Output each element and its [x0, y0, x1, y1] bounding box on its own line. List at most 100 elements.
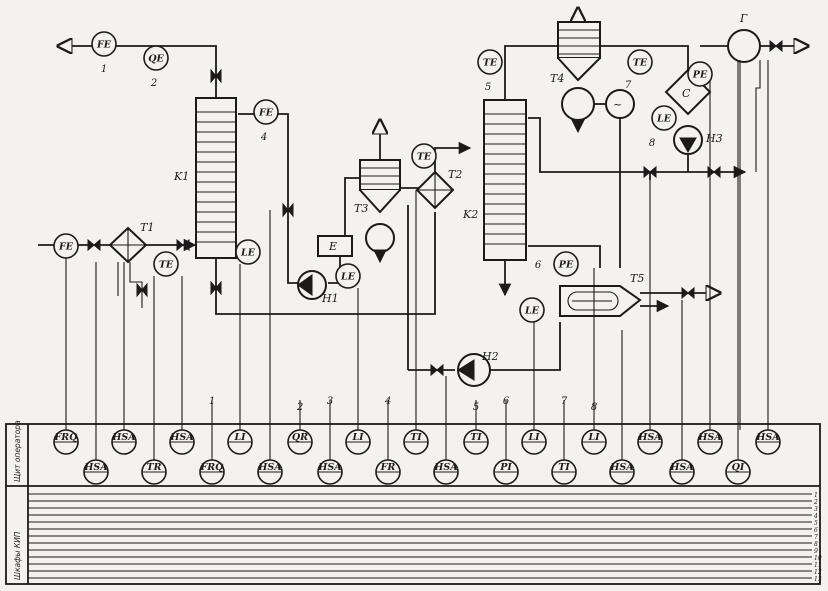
panel-row-number: 1 [814, 492, 818, 499]
panel-instrument-upper: QR2 [287, 402, 313, 455]
svg-text:Г: Г [739, 12, 748, 25]
signal-lines [65, 60, 769, 460]
panel-instrument-lower: TR [141, 459, 167, 485]
field-instrument-pe6: PE6 [535, 251, 579, 277]
field-instrument-text: PE [692, 70, 708, 81]
panel-instrument-text: FRQ [54, 432, 79, 443]
panel-instrument-text: TR [147, 462, 162, 473]
field-instrument-tag: 7 [625, 80, 632, 91]
panel-instrument-text: LI [587, 432, 600, 443]
panel-instrument-upper: HSA [637, 429, 663, 455]
panel-instrument-lower: HSA [83, 459, 109, 485]
panel-instrument-num: 3 [327, 396, 333, 407]
panel-instrument-text: HSA [111, 432, 135, 443]
field-instrument-qe2: QE 2 [143, 45, 169, 89]
panel-instrument-lower: PI6 [493, 396, 519, 485]
panel-instrument-text: TI [470, 432, 482, 443]
panel-instrument-num: 2 [296, 402, 303, 413]
panel-instrument-lower: HSA [669, 459, 695, 485]
panel-instrument-text: QI [732, 462, 745, 473]
svg-text:K2: K2 [462, 208, 478, 221]
panel-instrument-text: HSA [317, 462, 341, 473]
field-instrument-text: QE [148, 54, 164, 65]
panel-row-number: 13 [814, 576, 822, 583]
panel-instrument-upper: HSA [755, 429, 781, 455]
panel-instrument-upper: HSA [169, 429, 195, 455]
svg-text:H1: H1 [321, 292, 339, 305]
field-instrument-tag: 2 [150, 78, 157, 89]
panel-row-number: 7 [814, 534, 818, 541]
field-instrument-text: FE [58, 242, 74, 253]
panel-instrument-upper: LI [521, 429, 547, 455]
panel-instrument-num: 6 [503, 396, 510, 407]
field-instrument-tag: 4 [260, 132, 267, 143]
panel-instrument-lower: HSA 3 [317, 396, 343, 485]
panel-instrument-text: HSA [637, 432, 661, 443]
panel-instrument-text: LI [233, 432, 246, 443]
panel-instrument-text: HSA [433, 462, 457, 473]
condenser-t4: T4 [550, 21, 601, 85]
svg-text:H3: H3 [705, 132, 723, 145]
panel-row-number: 12 [814, 569, 822, 576]
panel-row-number: 10 [814, 555, 822, 562]
panel-instrument-lower: FRQ 1 [199, 396, 225, 485]
panel-row-number: 11 [814, 562, 822, 569]
field-instrument-text: FE [258, 108, 274, 119]
panel-instrument-text: HSA [669, 462, 693, 473]
panel-instrument-text: HSA [83, 462, 107, 473]
field-instrument-le_t5: LE [519, 297, 545, 323]
pump-h2: H2 [457, 350, 499, 387]
panel-instrument-text: HSA [169, 432, 193, 443]
field-instrument-text: LE [240, 248, 256, 259]
panel-instrument-upper: LI [227, 429, 253, 455]
svg-text:~: ~ [613, 98, 622, 111]
panel-instrument-upper: LI [345, 429, 371, 455]
panel-row-number: 8 [814, 541, 818, 548]
svg-text:C: C [682, 87, 691, 100]
panel-instrument-lower: TI7 [551, 396, 577, 485]
panel-instrument-upper: LI8 [581, 402, 607, 455]
pump-t4: ~ [561, 87, 635, 134]
field-instrument-te5: TE5 [477, 49, 503, 93]
vessel-e: E [317, 235, 353, 257]
panel-instrument-text: LI [527, 432, 540, 443]
column-k2: K2 [462, 99, 527, 261]
panel-instrument-text: HSA [755, 432, 779, 443]
field-instrument-text: LE [656, 114, 672, 125]
reboiler-t5: T5 [559, 272, 644, 317]
field-instrument-le_k1: LE [235, 239, 261, 265]
field-instrument-te7: TE7 [625, 49, 653, 91]
panel-instrument-num: 1 [209, 396, 215, 407]
svg-text:T4: T4 [550, 72, 564, 85]
field-instrument-te_t1: TE [153, 251, 179, 277]
panel-instrument-upper: TI 5 [463, 402, 489, 455]
panel-instrument-lower: QI [725, 459, 751, 485]
panel-instrument-text: FRQ [200, 462, 225, 473]
panel-instrument-text: FR [380, 462, 396, 473]
panel-row-number: 2 [813, 499, 818, 506]
panel-instrument-lower: HSA [433, 459, 459, 485]
panel-instrument-text: TI [558, 462, 570, 473]
panel-instrument-text: TI [410, 432, 422, 443]
field-instrument-text: TE [417, 152, 432, 163]
panel-instrument-lower: HSA [257, 459, 283, 485]
panel-instrument-text: HSA [697, 432, 721, 443]
field-instrument-text: PE [558, 260, 574, 271]
heat-exchanger-t2: T2 [415, 168, 462, 210]
svg-text:T3: T3 [354, 202, 368, 215]
field-instrument-text: TE [159, 260, 174, 271]
condenser-t3: T3 [354, 159, 401, 215]
field-instrument-tag: 8 [649, 138, 655, 149]
panel-row-number: 5 [814, 520, 818, 527]
panel-side-text: Шкафы КИП [13, 531, 22, 580]
svg-text:T2: T2 [448, 168, 462, 181]
panel-instrument-upper: TI [403, 429, 429, 455]
svg-text:T5: T5 [630, 272, 644, 285]
panel-instrument-num: 5 [473, 402, 479, 413]
field-instrument-fe4: FE 4 [253, 99, 279, 143]
field-instrument-tag: 1 [101, 64, 107, 75]
panel-row-number: 9 [814, 548, 818, 555]
